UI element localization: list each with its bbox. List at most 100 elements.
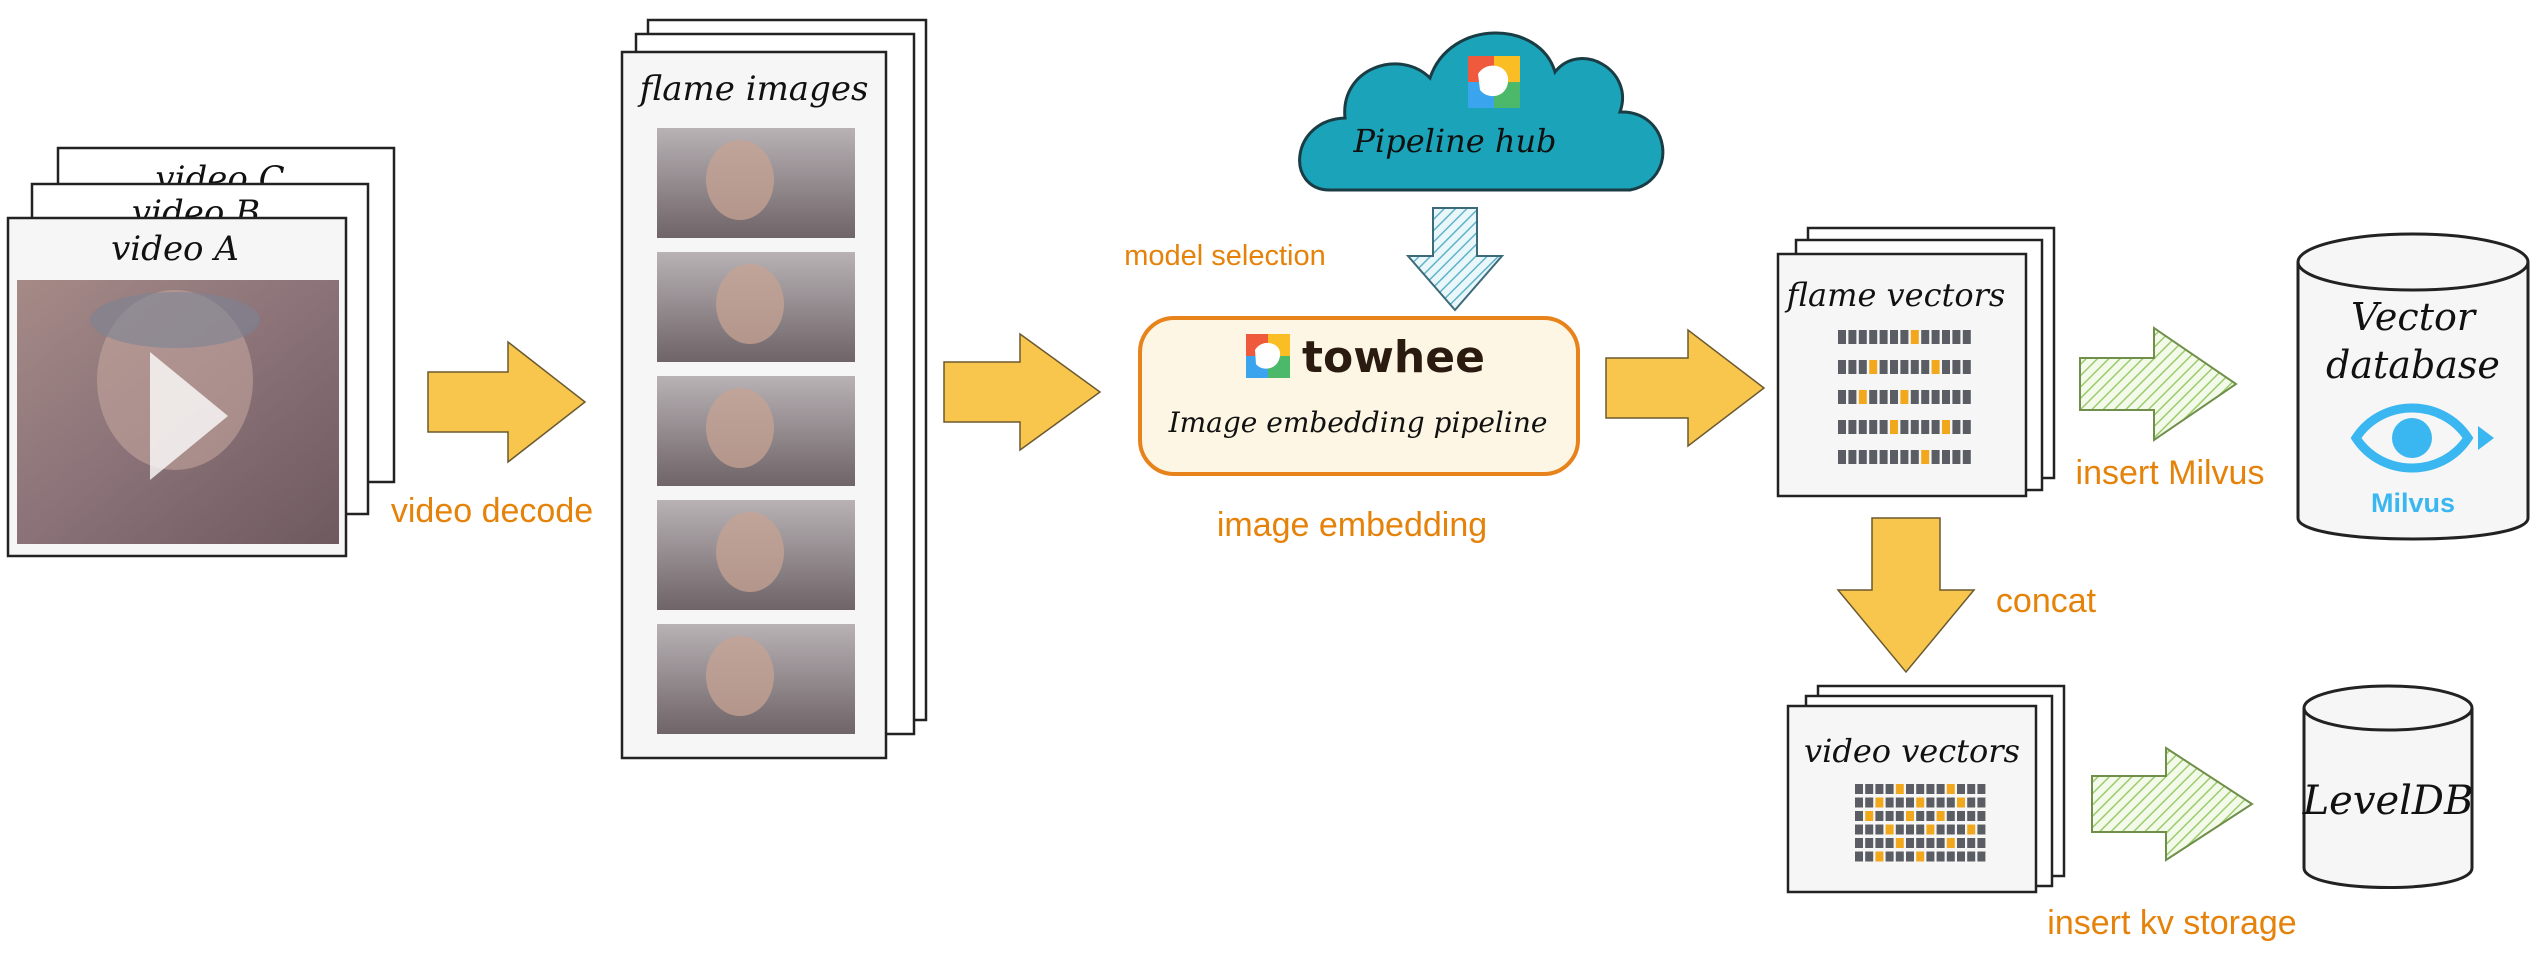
flame-vector-cell (1910, 360, 1919, 374)
towhee-brand: towhee (1302, 332, 1485, 383)
flame-vector-cell (1952, 420, 1961, 434)
video-vector-cell (1977, 824, 1986, 835)
towhee-pipeline-box[interactable]: towhee Image embedding pipeline (1138, 316, 1580, 476)
pipeline-hub-label: Pipeline hub (1352, 122, 1556, 160)
flame-vector-cell (1838, 390, 1846, 404)
flame-vector-cell (1921, 450, 1930, 464)
flame-vector-cell (1890, 390, 1898, 404)
video-vector-cell (1967, 811, 1976, 821)
video-vector-cell (1916, 784, 1925, 794)
video-vector-cell (1865, 824, 1874, 835)
video-thumbnail-hat (90, 292, 260, 348)
video-vector-cell (1865, 851, 1874, 862)
video-vector-cell (1926, 811, 1935, 821)
video-vector-cell (1967, 838, 1976, 848)
video-vector-cell (1865, 784, 1874, 794)
flame-vector-cell (1890, 450, 1898, 464)
flame-vector-cell (1931, 450, 1940, 464)
video-vector-cell (1936, 851, 1945, 862)
arrow-decode (427, 340, 587, 464)
video-vector-cell (1926, 824, 1935, 835)
towhee-subtitle: Image embedding pipeline (1168, 406, 1548, 439)
flame-vector-cell (1858, 390, 1867, 404)
flame-vector-cell (1942, 420, 1950, 434)
video-vector-cell (1957, 851, 1965, 862)
video-vector-cell (1875, 838, 1884, 848)
video-vector-cell (1936, 824, 1945, 835)
flame-vector-cell (1942, 360, 1950, 374)
flame-vector-cell (1962, 390, 1971, 404)
video-vector-cell (1977, 784, 1986, 794)
flame-image-figure (706, 140, 774, 220)
flame-vector-cell (1921, 420, 1930, 434)
video-stack: video C video B video A (6, 146, 396, 558)
play-icon[interactable] (150, 352, 228, 480)
vector-db-line2: database (2326, 343, 2500, 387)
flame-vector-cell (1848, 360, 1857, 374)
flame-image-figure (706, 388, 774, 468)
video-vector-cell (1977, 838, 1986, 848)
video-vector-cell (1967, 784, 1976, 794)
video-vector-cell (1906, 838, 1914, 848)
flame-vector-cell (1962, 450, 1971, 464)
video-vector-cell (1906, 851, 1914, 862)
video-vector-cell (1865, 797, 1874, 808)
flame-frames (657, 128, 855, 734)
flame-vector-cell (1879, 330, 1888, 344)
video-vector-cell (1916, 838, 1925, 848)
video-vector-cell (1885, 824, 1894, 835)
vector-db-line1: Vector (2351, 295, 2478, 339)
video-vector-cell (1885, 851, 1894, 862)
flame-vector-cell (1910, 330, 1919, 344)
flame-vectors-stack: flame vectors (1776, 226, 2056, 498)
leveldb-label: LevelDB (2302, 778, 2474, 824)
video-vector-cell (1946, 824, 1955, 835)
flame-vector-cell (1869, 390, 1878, 404)
flame-vector-cell (1848, 390, 1857, 404)
video-vector-cell (1885, 784, 1894, 794)
flame-vector-cell (1858, 330, 1867, 344)
video-vector-cell (1946, 811, 1955, 821)
flame-vector-cell (1931, 420, 1940, 434)
video-vector-cell (1855, 838, 1863, 848)
video-vector-cell (1946, 838, 1955, 848)
video-vector-cell (1885, 797, 1894, 808)
flame-vector-cell (1890, 420, 1898, 434)
arrow-insert-milvus (2079, 326, 2238, 442)
flame-vector-cell (1952, 360, 1961, 374)
video-vector-cell (1957, 784, 1965, 794)
video-vector-cell (1875, 797, 1884, 808)
flame-vector-cell (1858, 360, 1867, 374)
flame-vector-cell (1838, 330, 1846, 344)
video-vector-cell (1967, 851, 1976, 862)
milvus-brand: Milvus (2371, 488, 2455, 518)
video-vector-cell (1936, 784, 1945, 794)
video-vector-cell (1875, 811, 1884, 821)
leveldb-cylinder: LevelDB (2302, 684, 2474, 889)
flame-images-title: flame images (637, 69, 869, 109)
video-vector-cell (1875, 824, 1884, 835)
flame-vector-cell (1962, 330, 1971, 344)
flame-vector-cell (1910, 450, 1919, 464)
flame-vector-cell (1952, 330, 1961, 344)
insert-kv-label: insert kv storage (2047, 904, 2296, 942)
flame-vector-cell (1848, 420, 1857, 434)
flame-images-stack: flame images (620, 18, 928, 760)
vector-database-cylinder: Vector database Milvus (2296, 232, 2530, 541)
video-vector-cell (1895, 797, 1904, 808)
model-selection-label: model selection (1124, 240, 1326, 272)
video-vector-cell (1906, 824, 1914, 835)
flame-vector-cell (1869, 450, 1878, 464)
insert-milvus-label: insert Milvus (2076, 454, 2265, 492)
flame-vector-cell (1900, 390, 1909, 404)
video-vectors-stack: video vectors (1786, 684, 2066, 894)
flame-vector-rows (1838, 330, 1971, 464)
video-vector-cell (1855, 784, 1863, 794)
video-vector-cell (1885, 811, 1894, 821)
flame-vector-cell (1942, 450, 1950, 464)
video-a-label: video A (111, 229, 239, 269)
video-vector-cell (1926, 838, 1935, 848)
video-vector-cell (1977, 811, 1986, 821)
video-vector-cell (1936, 811, 1945, 821)
video-vector-cell (1957, 797, 1965, 808)
